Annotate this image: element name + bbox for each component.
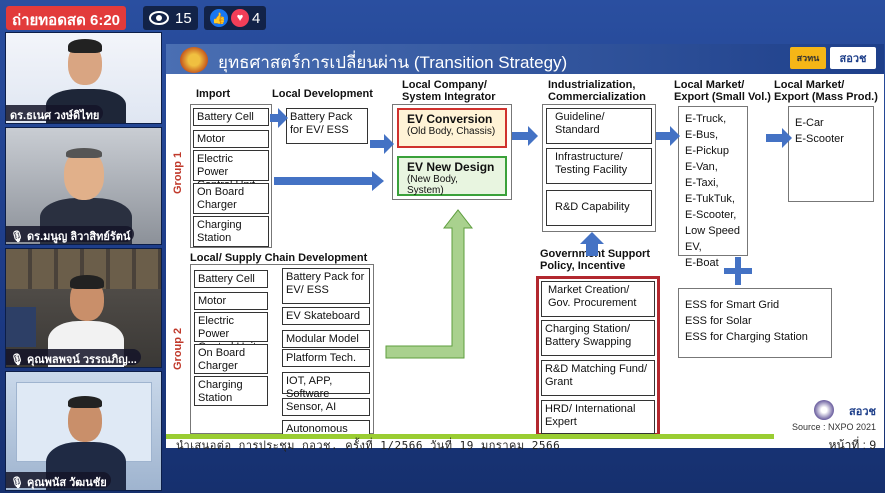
ev-new-design-sub: (New Body, System) [407, 174, 458, 196]
like-icon: 👍 [210, 9, 228, 27]
industrial-frame [542, 104, 656, 232]
g1-motor: Motor [193, 130, 269, 148]
footer-bar [166, 434, 774, 439]
header-local-company: Local Company/ System Integrator [402, 79, 496, 103]
shared-slide: ยุทธศาสตร์การเปลี่ยนผ่าน (Transition Str… [166, 44, 884, 452]
arrow-group2-up [385, 209, 474, 359]
participant-name: 🎙 คุณพลพจน์ วรรณภิญ... [6, 349, 141, 366]
header-local-market-mass: Local Market/ Export (Mass Prod.) [774, 79, 878, 103]
participant-tile-3[interactable]: 🎙 คุณพลพจน์ วรรณภิญ... [5, 248, 162, 368]
g2-iot: IOT, APP, Software [282, 372, 370, 400]
g1-battery-cell: Battery Cell [193, 108, 269, 126]
participant-name: ดร.ธเนศ วงษ์ดิไทย [6, 105, 104, 122]
view-count-value: 15 [175, 9, 192, 27]
header-industrialization: Industrialization, Commercialization [548, 79, 646, 103]
g2-ev-skateboard: EV Skateboard [282, 307, 370, 325]
ev-conversion-title: EV Conversion [407, 112, 493, 126]
heart-icon: ♥ [231, 9, 249, 27]
gov-charging-station: Charging Station/ Battery Swapping [541, 320, 655, 356]
participant-name: 🎙 ดร.มนูญ ลิวาสิทย์รัตน์ [6, 226, 135, 243]
arrow-small-to-mass [766, 128, 792, 148]
logo-b: สอวช [830, 47, 876, 69]
ev-new-design-title: EV New Design [407, 160, 495, 174]
mp-item: E-Scooter [795, 133, 844, 145]
live-badge: ถ่ายทอดสด 6:20 [6, 6, 127, 30]
g2-platform-tech: Platform Tech. [282, 349, 370, 367]
camera-feed [6, 372, 161, 490]
participant-tile-4[interactable]: 🎙 คุณพนัส วัฒนชัย [5, 371, 162, 491]
ess-item: ESS for Charging Station [685, 331, 808, 343]
sv-item: E-Pickup [685, 145, 730, 157]
source-text: Source : NXPO 2021 [791, 422, 876, 432]
g2-modular-model: Modular Model [282, 330, 370, 348]
arrow-import-to-pack [270, 108, 288, 128]
g1-battery-pack: Battery Pack for EV/ ESS [286, 108, 368, 144]
g1-charging-station: Charging Station [193, 216, 269, 247]
camera-feed [6, 249, 161, 367]
header-supply-chain: Local/ Supply Chain Development [190, 252, 368, 264]
sv-item: E-Boat [685, 257, 719, 269]
arrow-industrial-to-small [656, 126, 680, 146]
g2-sensor-ai: Sensor, AI [282, 398, 370, 416]
mass-prod-list: E-Car E-Scooter [788, 106, 874, 202]
ind-guideline: Guideline/ Standard [546, 108, 652, 144]
g2-charging-station: Charging Station [194, 376, 268, 406]
arrow-gov-up [580, 232, 604, 256]
emblem-logo-small [814, 400, 834, 420]
ind-rnd: R&D Capability [546, 190, 652, 226]
g1-obc: On Board Charger [193, 183, 269, 214]
ess-item: ESS for Solar [685, 315, 752, 327]
eye-icon [149, 11, 169, 25]
mp-item: E-Car [795, 117, 824, 129]
logo-a: สวทน [790, 47, 826, 69]
sv-item: E-Taxi, [685, 177, 719, 189]
slide-header: ยุทธศาสตร์การเปลี่ยนผ่าน (Transition Str… [166, 44, 884, 74]
local-company-frame [392, 104, 512, 200]
sv-item: Low Speed EV, [685, 225, 741, 253]
header-local-dev: Local Development [272, 88, 373, 100]
ev-new-design-box: EV New Design (New Body, System) [397, 156, 507, 196]
header-import: Import [196, 88, 231, 100]
arrow-pack-to-company [370, 134, 394, 154]
sv-item: E-TukTuk, [685, 193, 735, 205]
sv-item: E-Bus, [685, 129, 719, 141]
header-local-market-small: Local Market/ Export (Small Vol.) [674, 79, 771, 103]
ev-conversion-sub: (Old Body, Chassis) [407, 126, 496, 137]
sv-item: E-Scooter, [685, 209, 737, 221]
view-count: 15 [143, 6, 198, 30]
ind-infrastructure: Infrastructure/ Testing Facility [546, 148, 652, 184]
arrow-company-to-industrial [512, 126, 538, 146]
reaction-count[interactable]: 👍 ♥ 4 [204, 6, 267, 30]
ev-conversion-box: EV Conversion (Old Body, Chassis) [397, 108, 507, 148]
g2-obc: On Board Charger [194, 344, 268, 374]
reaction-count-value: 4 [252, 9, 261, 27]
g2-battery-cell: Battery Cell [194, 270, 268, 288]
gov-rnd-matching: R&D Matching Fund/ Grant [541, 360, 655, 396]
camera-feed [6, 128, 161, 244]
participant-tile-2[interactable]: 🎙 ดร.มนูญ ลิวาสิทย์รัตน์ [5, 127, 162, 245]
page-number: หน้าที่ : 9 [828, 438, 876, 452]
participant-tile-1[interactable]: ดร.ธเนศ วงษ์ดิไทย [5, 32, 162, 124]
nxpo-logo: สอวช [849, 406, 876, 418]
flow-arrows [270, 108, 792, 359]
group1-import-frame [190, 104, 272, 248]
sv-item: E-Van, [685, 161, 718, 173]
small-vol-list: E-Truck, E-Bus, E-Pickup E-Van, E-Taxi, … [678, 106, 748, 269]
g2-battery-pack: Battery Pack for EV/ ESS [282, 268, 370, 304]
g2-motor: Motor [194, 292, 268, 310]
gov-market-creation: Market Creation/ Gov. Procurement [541, 281, 655, 317]
emblem-logo [180, 47, 208, 73]
header-gov-support: Government Support Policy, Incentive [540, 248, 651, 272]
g2-autonomous: Autonomous Sys. [282, 420, 370, 436]
plus-icon [724, 257, 752, 285]
gov-hrd: HRD/ International Expert [541, 400, 655, 434]
footer-text: นำเสนอต่อ การประชุม กอวช. ครั้งที่ 1/256… [176, 439, 561, 452]
sv-item: E-Truck, [685, 113, 727, 125]
ess-list: ESS for Smart Grid ESS for Solar ESS for… [678, 288, 832, 358]
ess-item: ESS for Smart Grid [685, 299, 780, 311]
slide-title: ยุทธศาสตร์การเปลี่ยนผ่าน (Transition Str… [218, 53, 568, 72]
arrow-g1-to-company [274, 171, 384, 191]
partner-logos: สวทน สอวช [790, 47, 876, 69]
participant-name: 🎙 คุณพนัส วัฒนชัย [6, 472, 111, 489]
